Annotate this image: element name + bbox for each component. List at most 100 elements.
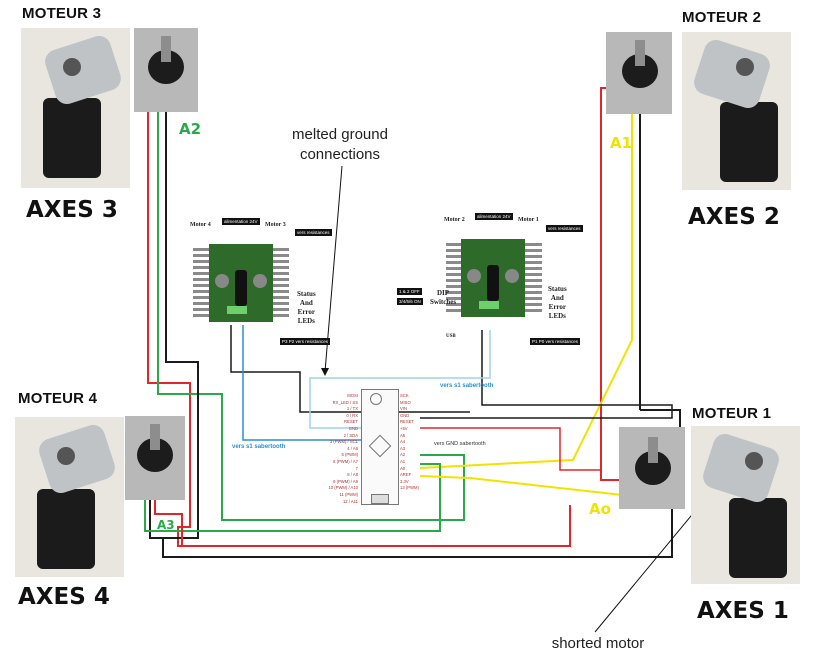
- axis4-title: AXES 4: [18, 584, 110, 610]
- wire-yellow-pot2-a1: [419, 98, 633, 469]
- arduino-pin-label: 4 / A6: [347, 445, 358, 451]
- gearbox-icon: [700, 430, 782, 506]
- arduino-pin-label: RESET: [344, 419, 358, 425]
- usb-port-icon: [371, 494, 389, 504]
- gearbox-icon: [691, 36, 773, 112]
- driver-right-resist-tag: vers resistances: [546, 225, 583, 232]
- status-line: Status: [297, 290, 316, 298]
- arduino-pin-label: AREF: [400, 472, 412, 478]
- inductor-icon: [505, 269, 519, 283]
- motor4-title: MOTEUR 4: [18, 390, 98, 407]
- s1-left-label: vers s1 sabertooth: [232, 444, 286, 450]
- motor-body-icon: [37, 489, 95, 569]
- arduino-pin-label: A4: [400, 439, 406, 445]
- arduino-pin-label: A0: [400, 465, 406, 471]
- arduino-pin-label: 8 / A8: [347, 472, 358, 478]
- wire-lightblue-s1-right: [309, 330, 491, 429]
- motor-body-icon: [729, 498, 787, 578]
- arduino-pin-label: 2 / SDA: [343, 432, 358, 438]
- arduino-pin-label: 9 (PWM) / A9: [333, 478, 358, 484]
- arduino-pin-label: 7: [355, 465, 358, 471]
- arduino-pin-label: VIN: [400, 406, 407, 412]
- arduino-pin-label: +5V: [400, 425, 408, 431]
- shaft-icon: [57, 447, 75, 465]
- arduino-pin-label: RESET: [400, 419, 414, 425]
- arduino-pin-label: SCK: [400, 393, 409, 398]
- driver-board: [461, 239, 525, 317]
- pot-shaft-icon: [635, 40, 645, 66]
- arduino-pin-label: 11 (PWM): [339, 491, 358, 497]
- pot2-photo: [606, 32, 672, 114]
- arduino-board: [361, 389, 399, 505]
- driver-right-p-tag: P1 P0 vers resistances: [530, 338, 581, 345]
- driver-right-motor2-label: Motor 2: [444, 217, 465, 223]
- arduino-pin-label: 5 (PWM): [341, 452, 358, 458]
- status-line: Status: [548, 285, 567, 293]
- driver-left-motor3-label: Motor 3: [265, 222, 286, 228]
- wire-red-5v: [420, 427, 601, 471]
- motor1-title: MOTEUR 1: [692, 405, 772, 422]
- wire-green-pot3-a2: [157, 96, 465, 521]
- capacitor-icon: [235, 270, 247, 306]
- status-line: LEDs: [297, 317, 315, 325]
- terminal-block-icon: [479, 301, 499, 309]
- dip-on-tag: 3/4/5/6 ON: [397, 298, 423, 305]
- motor3-title: MOTEUR 3: [22, 5, 102, 22]
- arduino-pin-label: 0 / RX: [346, 412, 358, 418]
- arduino-pin-label: A5: [400, 432, 406, 438]
- arduino-pin-label: A2: [400, 452, 406, 458]
- dip-switches-label: DIP Switches: [430, 289, 456, 307]
- driver-left-p-tag: P3 P2 vers resistances: [280, 338, 331, 345]
- arduino-pin-label: RX_LED / SS: [332, 399, 358, 405]
- axis1-title: AXES 1: [697, 598, 789, 624]
- driver-left-resist-tag: vers resistances: [295, 229, 332, 236]
- analog-label-a1: A1: [610, 134, 633, 152]
- pot-shaft-icon: [150, 424, 160, 450]
- arduino-pin-label: 6 (PWM) / A7: [333, 458, 358, 464]
- arduino-pin-label: GND: [348, 425, 358, 431]
- driver-right-power-tag: alimentation 24V: [475, 213, 513, 220]
- inductor-icon: [215, 274, 229, 288]
- pot4-photo: [125, 416, 185, 500]
- shorted-pointer-line: [594, 492, 711, 633]
- shaft-icon: [63, 58, 81, 76]
- arduino-pin-label: A1: [400, 458, 406, 464]
- analog-label-a2: A2: [179, 120, 202, 138]
- motor2-photo: [682, 32, 791, 190]
- shaft-icon: [736, 58, 754, 76]
- arduino-pin-label: A3: [400, 445, 406, 451]
- arduino-pin-label: 3 (PWM) / SCL: [329, 439, 358, 445]
- wire-blue-s1-left: [242, 325, 370, 441]
- motor3-photo: [21, 28, 130, 188]
- analog-label-a0: Ao: [589, 500, 611, 518]
- arduino-pin-label: MOSI: [347, 393, 358, 398]
- motor1-photo: [691, 426, 800, 584]
- arduino-pin-label: 10 (PWM) / A10: [328, 485, 358, 491]
- driver-right-motor1-label: Motor 1: [518, 217, 539, 223]
- status-line: Error: [297, 308, 316, 316]
- wire-red-pot3: [147, 88, 571, 547]
- wire-green-pot4-a3: [144, 463, 441, 532]
- shorted-motor-note: shorted motor: [551, 635, 645, 652]
- melted-arrowhead: [321, 368, 329, 376]
- motor-body-icon: [720, 102, 778, 182]
- inductor-icon: [467, 269, 481, 283]
- melted-pointer-line: [324, 165, 343, 373]
- driver-board: [209, 244, 273, 322]
- motor2-title: MOTEUR 2: [682, 9, 762, 26]
- arduino-pin-label: 12 / A11: [342, 498, 358, 504]
- melted-ground-note: melted ground connections: [292, 126, 388, 163]
- pot1-photo: [619, 427, 685, 509]
- arduino-pin-label: 13 (PWM): [400, 485, 419, 491]
- reset-button-icon: [370, 393, 382, 405]
- status-line: LEDs: [548, 312, 566, 320]
- arduino-pin-label: 3.3V: [400, 478, 409, 484]
- arduino-pin-label: 1 / TX: [346, 406, 358, 412]
- pot-shaft-icon: [648, 437, 658, 463]
- motor4-photo: [15, 417, 124, 577]
- dip-off-tag: 1 & 2 OFF: [397, 288, 422, 295]
- axis3-title: AXES 3: [26, 197, 118, 223]
- driver-left-motor4-label: Motor 4: [190, 222, 211, 228]
